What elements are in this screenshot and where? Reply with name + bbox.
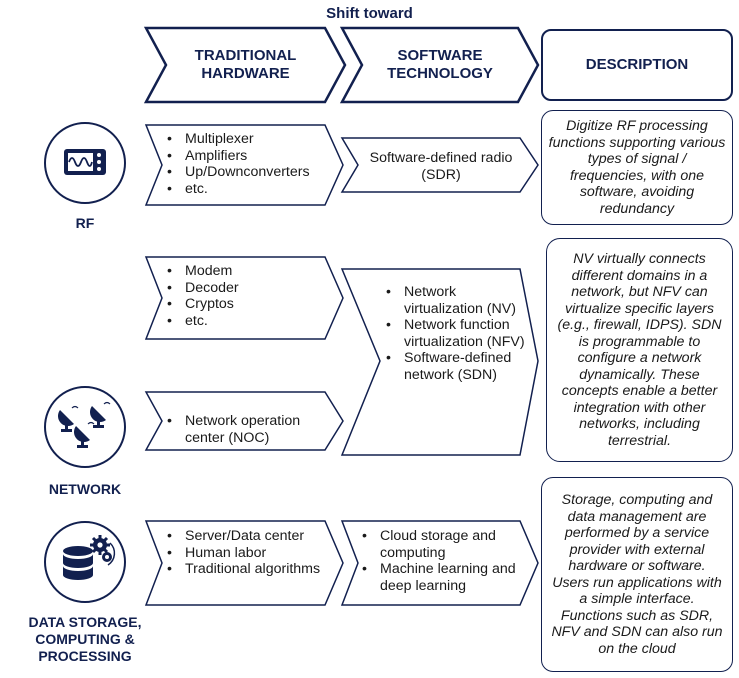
data-category-line2: COMPUTING & — [35, 631, 135, 647]
list-item: Multiplexer — [163, 131, 328, 148]
list-item: etc. — [163, 181, 328, 198]
network-icon-circle — [44, 386, 126, 468]
list-item: Modem — [163, 263, 328, 280]
network-traditional-list-b: Network operation center (NOC) — [163, 413, 323, 446]
rf-category-label: RF — [75, 215, 95, 231]
rf-icon-circle — [44, 122, 126, 204]
list-item: Software-defined network (SDN) — [382, 350, 530, 383]
data-software-list: Cloud storage and computing Machine lear… — [358, 528, 526, 594]
header-chevron-traditional — [143, 26, 347, 104]
list-item: Decoder — [163, 280, 328, 297]
list-item: Network operation center (NOC) — [163, 413, 323, 446]
header-software-line1: SOFTWARE — [397, 47, 483, 64]
rf-software-line1: Software-defined radio — [369, 150, 513, 166]
data-category-line1: DATA STORAGE, — [28, 614, 142, 630]
list-item: Traditional algorithms — [163, 561, 328, 578]
header-traditional-line2: HARDWARE — [201, 65, 290, 82]
list-item: Up/Downconverters — [163, 164, 328, 181]
rf-signal-device-icon — [64, 149, 106, 175]
rf-software-chevron — [340, 137, 539, 193]
network-software-list: Network virtualization (NV) Network func… — [382, 284, 530, 383]
list-item: Amplifiers — [163, 148, 328, 165]
list-item: Cryptos — [163, 296, 328, 313]
list-item: Network function virtualization (NFV) — [382, 317, 530, 350]
satellite-dishes-icon — [58, 401, 111, 448]
header-chevron-software — [339, 26, 540, 104]
list-item: Cloud storage and computing — [358, 528, 526, 561]
data-category-line3: PROCESSING — [38, 648, 132, 664]
data-category-label: DATA STORAGE, COMPUTING & PROCESSING — [10, 614, 160, 665]
list-item: Human labor — [163, 545, 328, 562]
header-description-box: DESCRIPTION — [541, 29, 733, 101]
header-description: DESCRIPTION — [585, 56, 689, 73]
data-description-box: Storage, computing and data management a… — [541, 477, 733, 672]
list-item: Network virtualization (NV) — [382, 284, 530, 317]
network-description-box: NV virtually connects different domains … — [546, 238, 733, 462]
network-description: NV virtually connects different domains … — [557, 251, 722, 449]
rf-software-text: Software-defined radio (SDR) — [356, 150, 526, 183]
rf-software-line2: (SDR) — [421, 166, 461, 183]
shift-title: Shift toward — [326, 5, 413, 22]
header-traditional-line1: TRADITIONAL — [194, 47, 297, 64]
rf-description: Digitize RF processing functions support… — [548, 118, 726, 217]
list-item: etc. — [163, 313, 328, 330]
network-traditional-list-a: Modem Decoder Cryptos etc. — [163, 263, 328, 329]
network-category-label: NETWORK — [48, 481, 122, 497]
list-item: Machine learning and deep learning — [358, 561, 526, 594]
data-description: Storage, computing and data management a… — [551, 492, 723, 657]
rf-description-box: Digitize RF processing functions support… — [541, 110, 733, 225]
header-software-line2: TECHNOLOGY — [387, 65, 493, 82]
header-traditional: TRADITIONAL HARDWARE — [166, 47, 325, 83]
data-icon-circle — [44, 521, 126, 603]
header-software: SOFTWARE TECHNOLOGY — [360, 47, 520, 83]
database-gears-icon — [63, 535, 116, 580]
list-item: Server/Data center — [163, 528, 328, 545]
data-traditional-list: Server/Data center Human labor Tradition… — [163, 528, 328, 578]
rf-traditional-list: Multiplexer Amplifiers Up/Downconverters… — [163, 131, 328, 197]
